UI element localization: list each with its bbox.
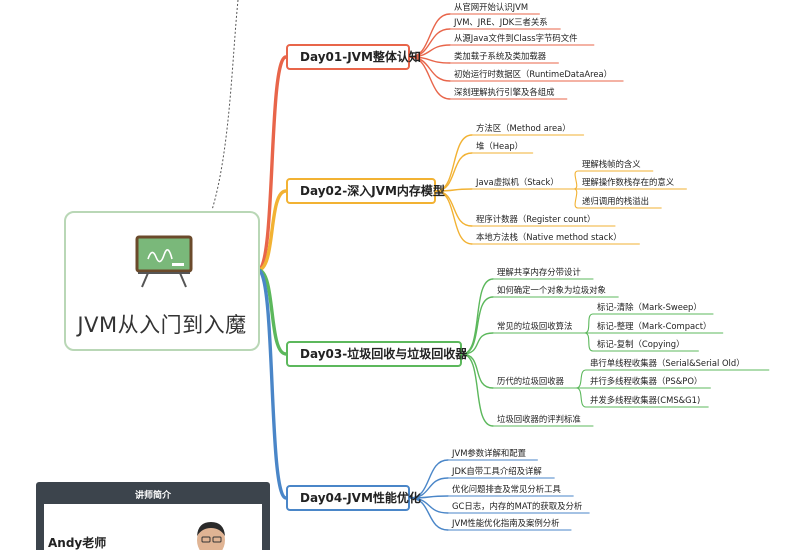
topic-3-item-4-sub-2[interactable]: 并行多线程收集器（PS&PO） xyxy=(590,375,702,387)
root-link-2 xyxy=(258,191,286,270)
topic-2-item-4[interactable]: 程序计数器（Register count） xyxy=(476,213,595,225)
topic-3-item-1[interactable]: 理解共享内存分带设计 xyxy=(497,266,581,278)
instructor-name: Andy老师 xyxy=(48,534,106,550)
topic-2-item-3-branch-1 xyxy=(574,171,578,189)
instructor-heading: 讲师简介 xyxy=(36,488,270,501)
topic-1-item-1[interactable]: 从官网开始认识JVM xyxy=(454,1,528,13)
topic-4-item-4[interactable]: GC日志，内存的MAT的获取及分析 xyxy=(452,500,582,512)
topic-3-item-3-sub-1[interactable]: 标记-清除（Mark-Sweep） xyxy=(597,301,702,313)
topic-3-item-4-branch-1 xyxy=(576,370,586,388)
topic-3-item-4-branch-3 xyxy=(576,388,586,407)
topic-2-item-1[interactable]: 方法区（Method area） xyxy=(476,122,571,134)
topic-2-item-3[interactable]: Java虚拟机（Stack） xyxy=(476,176,559,188)
chalkboard-icon xyxy=(134,233,194,289)
topic-3-item-3-branch-3 xyxy=(585,333,593,351)
topic-1-item-2[interactable]: JVM、JRE、JDK三者关系 xyxy=(454,16,548,28)
topic-node-day04[interactable]: Day04-JVM性能优化 xyxy=(286,485,410,511)
instructor-body: Andy老师 xyxy=(44,504,262,550)
topic-3-item-4-sub-3[interactable]: 并发多线程收集器(CMS&G1) xyxy=(590,394,700,406)
topic-2-item-3-sub-1[interactable]: 理解栈帧的含义 xyxy=(582,158,641,170)
topic-3-item-3-branch-1 xyxy=(585,314,593,333)
topic-3-item-5[interactable]: 垃圾回收器的评判标准 xyxy=(497,413,581,425)
topic-2-item-3-sub-2[interactable]: 理解操作数栈存在的意义 xyxy=(582,176,674,188)
topic-3-item-4-sub-1[interactable]: 串行单线程收集器（Serial&Serial Old） xyxy=(590,357,745,369)
topic-4-item-5[interactable]: JVM性能优化指南及案例分析 xyxy=(452,517,560,529)
instructor-card: 讲师简介 Andy老师 xyxy=(36,482,270,550)
topic-4-item-1[interactable]: JVM参数详解和配置 xyxy=(452,447,526,459)
topic-3-item-3-sub-3[interactable]: 标记-复制（Copying） xyxy=(597,338,684,350)
topic-2-item-2[interactable]: 堆（Heap） xyxy=(476,140,523,152)
topic-3-item-3-sub-2[interactable]: 标记-整理（Mark-Compact） xyxy=(597,320,711,332)
root-link-3 xyxy=(258,270,286,354)
topic-1-item-3[interactable]: 从源Java文件到Class字节码文件 xyxy=(454,32,577,44)
topic-3-item-4[interactable]: 历代的垃圾回收器 xyxy=(497,375,564,387)
topic-4-item-2[interactable]: JDK自带工具介绍及详解 xyxy=(452,465,542,477)
topic-3-item-3[interactable]: 常见的垃圾回收算法 xyxy=(497,320,572,332)
topic-4-item-3[interactable]: 优化问题排查及常见分析工具 xyxy=(452,483,561,495)
dashed-connector xyxy=(212,0,238,210)
topic-node-day01[interactable]: Day01-JVM整体认知 xyxy=(286,44,410,70)
topic-1-item-6[interactable]: 深刻理解执行引擎及各组成 xyxy=(454,86,555,98)
topic-1-item-4[interactable]: 类加载子系统及类加载器 xyxy=(454,50,546,62)
topic-2-item-3-branch-3 xyxy=(574,189,578,208)
root-node[interactable]: JVM从入门到入魔 xyxy=(64,211,260,351)
avatar-photo-icon xyxy=(186,516,236,550)
root-title: JVM从入门到入魔 xyxy=(66,309,258,339)
topic-2-item-5[interactable]: 本地方法栈（Native method stack） xyxy=(476,231,622,243)
topic-node-day03[interactable]: Day03-垃圾回收与垃圾回收器 xyxy=(286,341,462,367)
topic-3-branch-5 xyxy=(462,354,493,426)
topic-3-item-2[interactable]: 如何确定一个对象为垃圾对象 xyxy=(497,284,606,296)
topic-node-day02[interactable]: Day02-深入JVM内存模型 xyxy=(286,178,436,204)
topic-2-item-3-sub-3[interactable]: 递归调用的栈溢出 xyxy=(582,195,649,207)
topic-1-item-5[interactable]: 初始运行时数据区（RuntimeDataArea） xyxy=(454,68,612,80)
